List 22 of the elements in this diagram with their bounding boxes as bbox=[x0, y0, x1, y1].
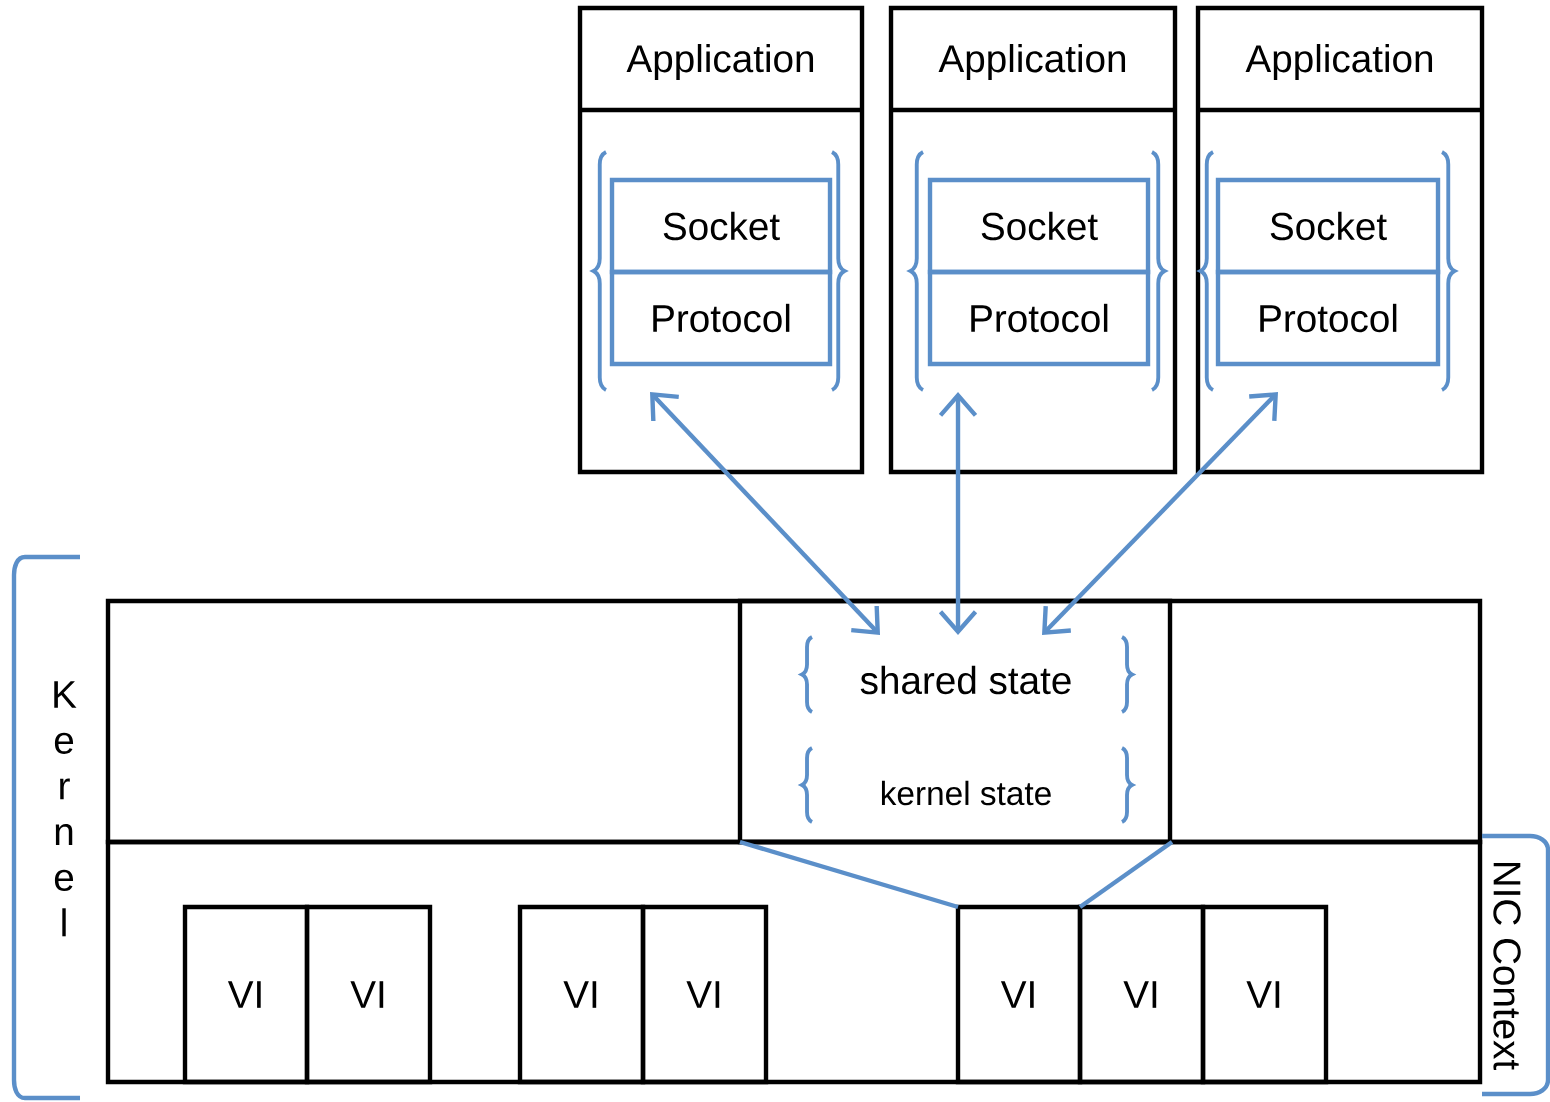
vi-box: VI bbox=[955, 904, 1083, 1085]
layer-box: Socket bbox=[927, 177, 1151, 275]
vertical-label: NIC Context bbox=[1493, 862, 1521, 1070]
vi-box: VI bbox=[304, 904, 433, 1085]
vi-box: VI bbox=[1077, 904, 1206, 1085]
connector bbox=[1078, 840, 1174, 909]
vi-box: VI bbox=[640, 904, 769, 1085]
vi-box: VI bbox=[1200, 904, 1329, 1085]
vertical-label: K e r n e l bbox=[54, 681, 77, 937]
layer-box: Protocol bbox=[1215, 269, 1441, 367]
layer-box: Socket bbox=[1215, 177, 1441, 275]
layer-box: Socket bbox=[609, 177, 833, 275]
connector bbox=[739, 839, 959, 910]
kernel-band bbox=[105, 839, 1483, 1085]
state-box: shared state kernel state bbox=[737, 598, 1173, 845]
connector bbox=[1042, 392, 1278, 635]
vi-box: VI bbox=[517, 904, 646, 1085]
connector bbox=[650, 392, 880, 635]
layer-box: Protocol bbox=[927, 269, 1151, 367]
connector bbox=[938, 392, 978, 635]
vi-box: VI bbox=[182, 904, 310, 1085]
layer-box: Protocol bbox=[609, 269, 833, 367]
